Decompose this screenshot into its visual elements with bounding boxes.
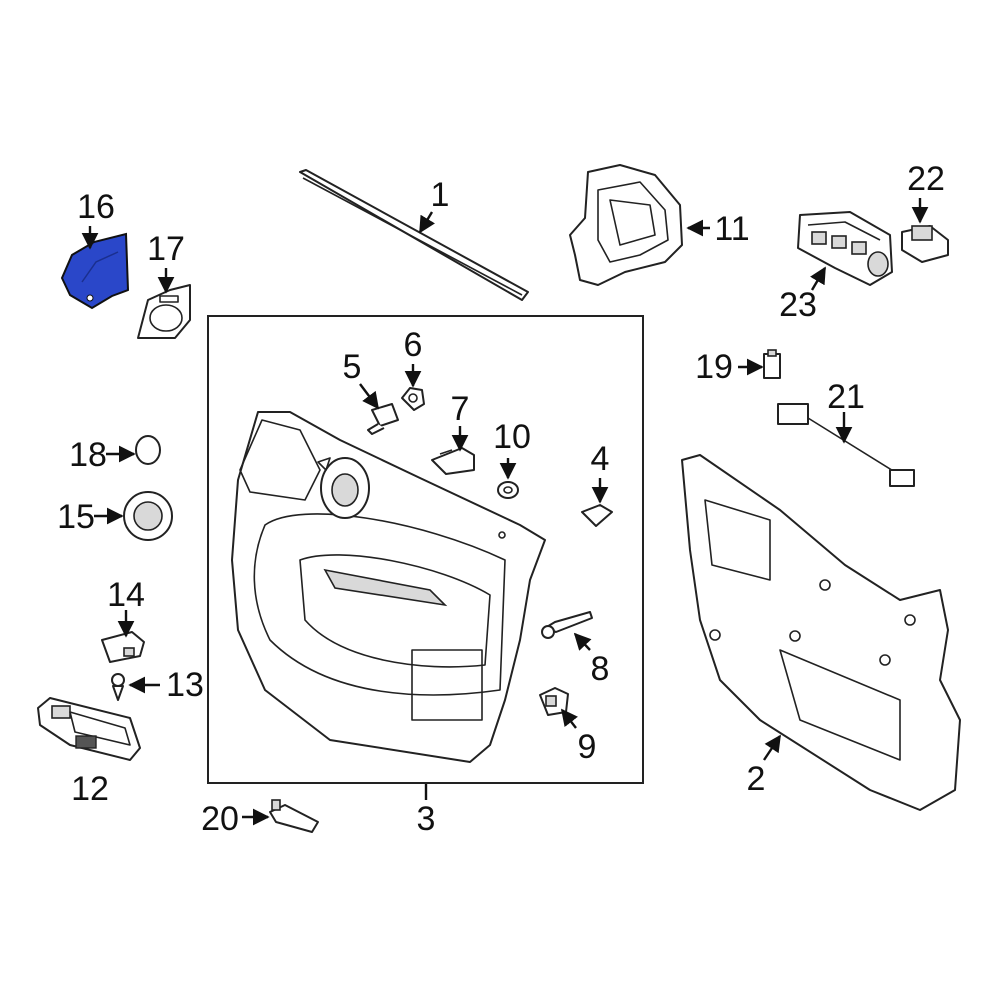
- label-14: 14: [107, 576, 145, 614]
- part-12-switch-bezel[interactable]: [37, 697, 141, 761]
- label-4: 4: [591, 440, 610, 478]
- callout-labels: 1 2 3 4 5 6 7 8 9 10 11 12 13 14 15 16 1…: [57, 160, 945, 838]
- leader-arrows: [81, 198, 929, 826]
- part-5-pin[interactable]: [367, 403, 399, 435]
- part-21-wiring-harness[interactable]: [777, 403, 915, 487]
- label-5: 5: [343, 348, 362, 386]
- part-4-clip[interactable]: [581, 504, 613, 527]
- label-21: 21: [827, 378, 865, 416]
- part-9-clip[interactable]: [539, 687, 569, 716]
- part-15-ring[interactable]: [123, 491, 173, 541]
- label-2: 2: [747, 760, 766, 798]
- label-12: 12: [71, 770, 109, 808]
- part-20-clip[interactable]: [269, 799, 319, 833]
- part-2-water-shield[interactable]: [681, 454, 961, 811]
- door-panel-group-box: [207, 315, 644, 784]
- part-14-clip[interactable]: [101, 631, 145, 663]
- label-3: 3: [417, 800, 436, 838]
- label-17: 17: [147, 230, 185, 268]
- part-3-door-trim-panel[interactable]: [231, 411, 546, 763]
- label-9: 9: [578, 728, 597, 766]
- label-13: 13: [166, 666, 204, 704]
- label-15: 15: [57, 498, 95, 536]
- label-23: 23: [779, 286, 817, 324]
- part-1-weatherstrip[interactable]: [299, 169, 529, 301]
- part-22-single-switch[interactable]: [901, 225, 949, 263]
- part-10-grommet[interactable]: [497, 481, 519, 499]
- label-20: 20: [201, 800, 239, 838]
- label-16: 16: [77, 188, 115, 226]
- label-8: 8: [591, 650, 610, 688]
- label-11: 11: [714, 210, 749, 248]
- part-18-plug[interactable]: [135, 435, 161, 465]
- part-23-window-switch[interactable]: [797, 211, 893, 286]
- part-13-screw[interactable]: [111, 673, 125, 701]
- label-18: 18: [69, 436, 107, 474]
- part-7-clip[interactable]: [431, 447, 475, 475]
- part-11-bracket[interactable]: [569, 164, 683, 286]
- label-7: 7: [451, 390, 470, 428]
- part-19-connector[interactable]: [763, 349, 781, 379]
- part-17-tweeter-grille[interactable]: [137, 284, 191, 339]
- label-19: 19: [695, 348, 733, 386]
- label-10: 10: [493, 418, 531, 456]
- part-8-bolt[interactable]: [541, 611, 593, 639]
- label-22: 22: [907, 160, 945, 198]
- label-6: 6: [404, 326, 423, 364]
- part-6-nut[interactable]: [401, 387, 425, 411]
- part-16-highlighted-cover[interactable]: [60, 232, 130, 310]
- label-1: 1: [431, 176, 450, 214]
